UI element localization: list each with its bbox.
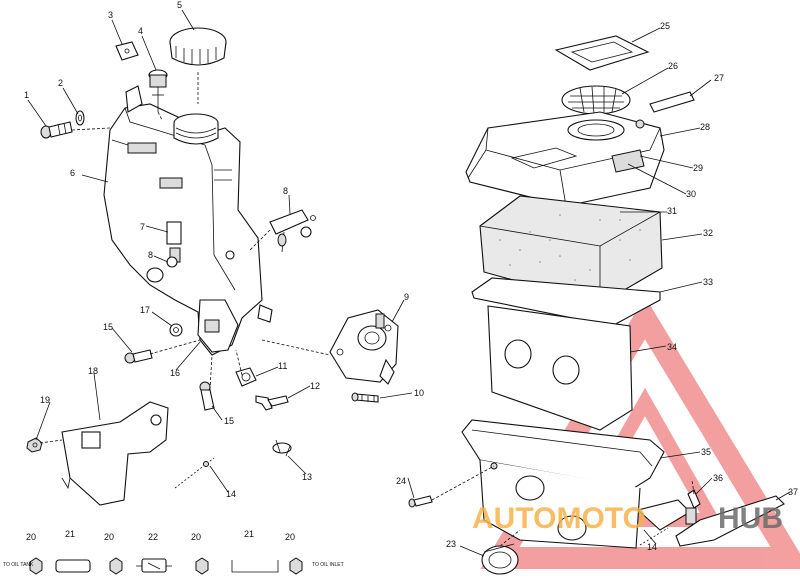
callout-24: 24	[396, 476, 406, 486]
callout-20a: 20	[26, 532, 36, 542]
filter-frame	[554, 35, 650, 71]
airbox-bracket	[675, 495, 785, 547]
cable-tie-right	[639, 527, 669, 546]
bolt-1	[40, 121, 73, 139]
callout-9: 9	[404, 292, 409, 302]
foam-filter	[479, 195, 663, 305]
callout-35: 35	[701, 447, 711, 457]
callout-14a: 14	[226, 489, 236, 499]
filler-cap	[169, 27, 227, 66]
grommet	[169, 323, 183, 337]
callout-15b: 15	[224, 416, 234, 426]
callout-31: 31	[667, 206, 677, 216]
callout-19: 19	[40, 395, 50, 405]
callout-13: 13	[302, 472, 312, 482]
hose-row	[29, 557, 303, 575]
callout-12: 12	[310, 381, 320, 391]
callout-33: 33	[703, 277, 713, 287]
oil-pump	[329, 309, 399, 385]
callout-2: 2	[58, 78, 63, 88]
callout-15a: 15	[103, 322, 113, 332]
callout-10: 10	[414, 388, 424, 398]
cable-tie-left	[174, 457, 215, 489]
vent-fitting	[148, 69, 168, 112]
hose-label-to-oil-inlet: TO OIL INLET	[312, 562, 344, 568]
callout-22: 22	[148, 532, 158, 542]
drain-fitting	[685, 489, 701, 525]
intake-boot	[481, 543, 519, 575]
washer-2	[75, 110, 85, 126]
callout-6: 6	[70, 168, 75, 178]
callout-8a: 8	[148, 250, 153, 260]
callout-34: 34	[667, 342, 677, 352]
callout-30: 30	[686, 189, 696, 199]
callout-20d: 20	[285, 532, 295, 542]
callout-4: 4	[138, 26, 143, 36]
callout-8b: 8	[283, 186, 288, 196]
retaining-strap	[649, 91, 695, 113]
callout-5: 5	[177, 0, 182, 10]
square-nut	[115, 41, 139, 61]
baffle-plate	[487, 305, 633, 431]
watermark-brand-right: HUB	[718, 502, 783, 535]
callout-7: 7	[140, 222, 145, 232]
callout-37: 37	[788, 487, 798, 497]
callout-21b: 21	[244, 529, 254, 539]
leader-lines-left	[39, 72, 331, 444]
callout-26: 26	[668, 61, 678, 71]
watermark-brand-left: AUTOMOTO	[472, 502, 646, 535]
elbow-fitting	[255, 395, 289, 411]
callout-23: 23	[446, 539, 456, 549]
callout-17: 17	[140, 305, 150, 315]
hose-label-to-oil-tank: TO OIL TANK	[3, 562, 34, 568]
mounting-bracket	[61, 401, 169, 506]
nut-19	[26, 437, 43, 453]
fitting-11	[235, 367, 257, 387]
intake-grille	[561, 85, 631, 115]
hose-clamp	[272, 439, 292, 457]
callout-14b: 14	[647, 542, 657, 552]
screw-15-a	[124, 349, 153, 364]
callout-25: 25	[660, 21, 670, 31]
drain-valve	[269, 209, 316, 253]
callout-16: 16	[170, 368, 180, 378]
oil-tank-assembly	[103, 85, 273, 356]
filter-plate	[471, 277, 661, 327]
callout-20b: 20	[104, 532, 114, 542]
callout-21a: 21	[65, 529, 75, 539]
leader-lines-right	[431, 465, 695, 547]
callout-36: 36	[713, 473, 723, 483]
airbox-base	[461, 419, 691, 549]
callout-labels: 1 2 3 4 5 6 7 8 8 9 10 11 12 13 14 14 15…	[3, 0, 798, 568]
callout-leaders	[27, 9, 791, 557]
callout-27: 27	[714, 73, 724, 83]
pump-bolt	[351, 392, 379, 403]
screw-15-b	[199, 381, 215, 411]
callout-11: 11	[278, 361, 287, 371]
callout-3: 3	[108, 10, 113, 20]
callout-28: 28	[700, 122, 710, 132]
screw-24	[408, 495, 433, 508]
callout-32: 32	[703, 228, 713, 238]
callout-1: 1	[24, 90, 29, 100]
callout-18: 18	[88, 366, 98, 376]
callout-29: 29	[693, 163, 703, 173]
callout-20c: 20	[191, 532, 201, 542]
airbox-cover	[465, 111, 665, 207]
watermark-brand: AUTOMOTO HUB	[472, 502, 783, 535]
